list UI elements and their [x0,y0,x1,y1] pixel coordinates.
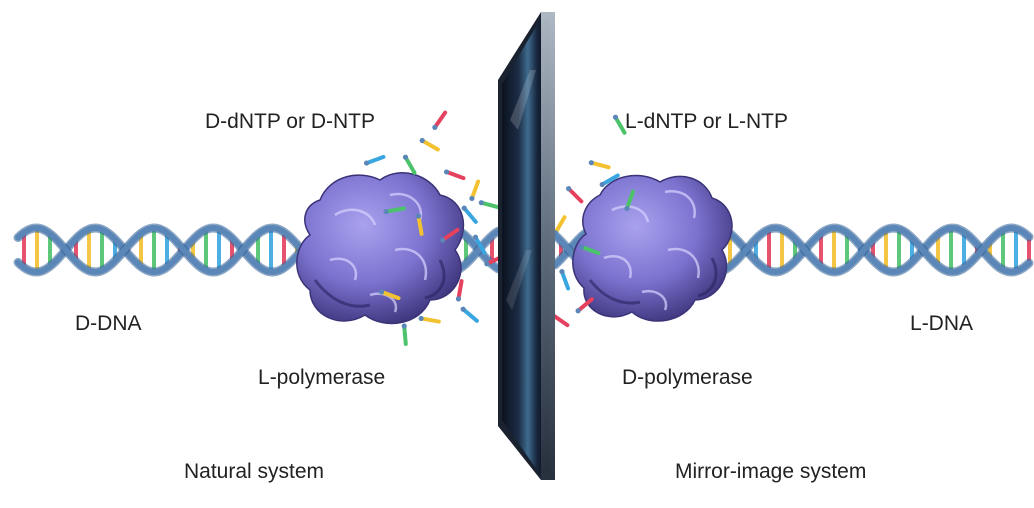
label-l-dna: L-DNA [910,312,974,335]
nucleotide-stick [418,315,441,324]
nucleotide-stick [461,205,478,224]
nucleotide-stick [378,289,401,301]
nucleotide-stick [415,213,424,236]
nucleotide-stick [566,186,584,204]
nucleotide-stick [575,297,594,314]
nucleotide-stick [402,154,417,175]
nucleotide-stick [363,154,386,166]
nucleotide-stick [383,206,406,215]
label-natural-system: Natural system [184,460,325,483]
nucleotide-stick [443,169,466,181]
nucleotide-stick [588,160,611,170]
nucleotide-stick [440,227,460,243]
nucleotide-stick [599,173,620,188]
nucleotide-stick [478,200,501,210]
nucleotide-stick [432,110,448,130]
nucleotide-stick [460,306,479,323]
nucleotide-stick [612,114,627,135]
mirror-pane-icon [498,12,555,480]
l-polymerase-blob [296,172,465,325]
nucleotide-stick [559,268,571,291]
label-d-dna: D-DNA [75,312,142,335]
label-l-polymerase: L-polymerase [258,366,386,389]
nucleotide-stick [578,244,601,256]
nucleotide-stick [624,189,636,212]
nucleotide-stick [472,234,487,255]
nucleotide-stick [401,323,408,346]
nucleotide-stick [455,279,464,302]
label-l-ntp: L-dNTP or L-NTP [625,110,789,133]
nucleotide-stick [469,179,481,202]
nucleotide-stick [419,137,440,152]
d-polymerase-blob [572,174,733,322]
label-d-ntp: D-dNTP or D-NTP [205,110,375,133]
label-mirror-system: Mirror-image system [675,460,867,483]
label-d-polymerase: D-polymerase [622,366,753,389]
